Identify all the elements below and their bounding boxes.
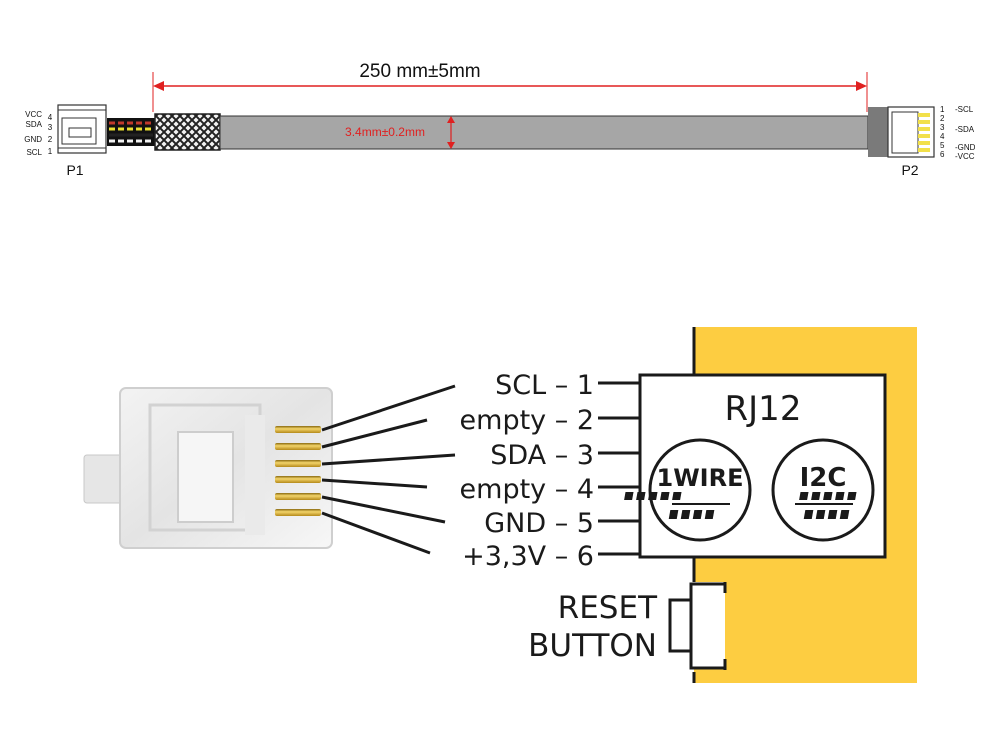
pin-label-3: SDA – 3 [490, 440, 594, 471]
pin-label-4: empty – 4 [460, 474, 594, 505]
badge-1wire: 1WIRE [624, 438, 752, 542]
p2-pin-number: 4 [940, 132, 945, 141]
pin-label-1: SCL – 1 [495, 370, 594, 401]
rj12-title: RJ12 [725, 389, 802, 429]
cable-drawing: 250 mm±5mm VCC 4 SDA 3 GND 2 SCL 1 P1 3.… [24, 61, 975, 178]
p2-pin-number: 1 [940, 105, 945, 114]
p2-pin-number: 5 [940, 141, 945, 150]
braided-sleeve [154, 113, 221, 151]
arrow-left-icon [153, 81, 164, 91]
length-label: 250 mm±5mm [359, 61, 480, 82]
p2-pin-signal: -SCL [955, 105, 974, 114]
p2-pin-number: 2 [940, 114, 945, 123]
leader-line [321, 384, 456, 432]
p1-pin-number: 2 [48, 135, 53, 144]
pin-label-6: +3,3V – 6 [462, 541, 594, 572]
rj12-plug-image [83, 387, 333, 549]
cable-body [219, 115, 869, 150]
contact-pin [275, 493, 321, 500]
diameter-label: 3.4mm±0.2mm [345, 125, 425, 139]
leader-line [321, 418, 428, 449]
p2-pin-number: 6 [940, 150, 945, 159]
leader-line [321, 495, 446, 524]
pinout-diagram: SCL – 1 empty – 2 SDA – 3 empty – 4 GND … [83, 327, 917, 683]
p1-pin-signal: VCC [25, 110, 42, 119]
p2-pin-labels: 1 -SCL 2 3 -SDA 4 5 -GND 6 -VCC P2 [901, 105, 975, 178]
bus-nodes-icon [624, 492, 730, 519]
p1-pin-signal: SDA [26, 120, 43, 129]
p1-pin-number: 3 [48, 123, 53, 132]
plug-latch [83, 454, 125, 504]
p1-pin-signal: GND [24, 135, 42, 144]
p1-pin-number: 1 [48, 147, 53, 156]
reset-button-cap [668, 598, 693, 653]
p2-label: P2 [901, 162, 918, 178]
leader-line [321, 478, 428, 489]
rj12-module: RJ12 1WIRE I2C [624, 373, 887, 559]
diameter-dimension: 3.4mm±0.2mm [345, 116, 455, 149]
p1-label: P1 [66, 162, 83, 178]
contact-pin [275, 476, 321, 483]
bus-nodes-icon [795, 492, 857, 519]
p1-pin-labels: VCC 4 SDA 3 GND 2 SCL 1 P1 [24, 110, 84, 178]
pin-label-5: GND – 5 [484, 508, 594, 539]
reset-label-line2: BUTTON [528, 628, 657, 664]
pin-stubs [598, 381, 640, 556]
length-dimension: 250 mm±5mm [152, 61, 868, 112]
p2-pin-signal: -SDA [955, 125, 975, 134]
p1-connector [57, 104, 155, 154]
arrow-up-icon [447, 116, 455, 123]
contact-pin [275, 426, 321, 433]
leader-line [321, 453, 456, 466]
p1-pin-signal: SCL [26, 148, 42, 157]
badge-i2c-label: I2C [800, 463, 847, 493]
p1-pin-number: 4 [48, 113, 53, 122]
contact-pin [275, 460, 321, 467]
p2-pin-number: 3 [940, 123, 945, 132]
p2-pin-signal: -VCC [955, 152, 975, 161]
p2-connector [868, 106, 935, 158]
badge-i2c: I2C [771, 438, 875, 542]
reset-button-graphic: RESET BUTTON [528, 582, 727, 670]
badge-1wire-label: 1WIRE [657, 464, 744, 492]
reset-label-line1: RESET [558, 590, 658, 626]
contact-pin [275, 443, 321, 450]
leader-line [321, 511, 431, 555]
p2-pin-signal: -GND [955, 143, 976, 152]
pin-labels: SCL – 1 empty – 2 SDA – 3 empty – 4 GND … [460, 370, 594, 572]
arrow-down-icon [447, 142, 455, 149]
pin-label-2: empty – 2 [460, 405, 594, 436]
contact-pin [275, 509, 321, 516]
leader-lines [321, 384, 456, 555]
arrow-right-icon [856, 81, 867, 91]
